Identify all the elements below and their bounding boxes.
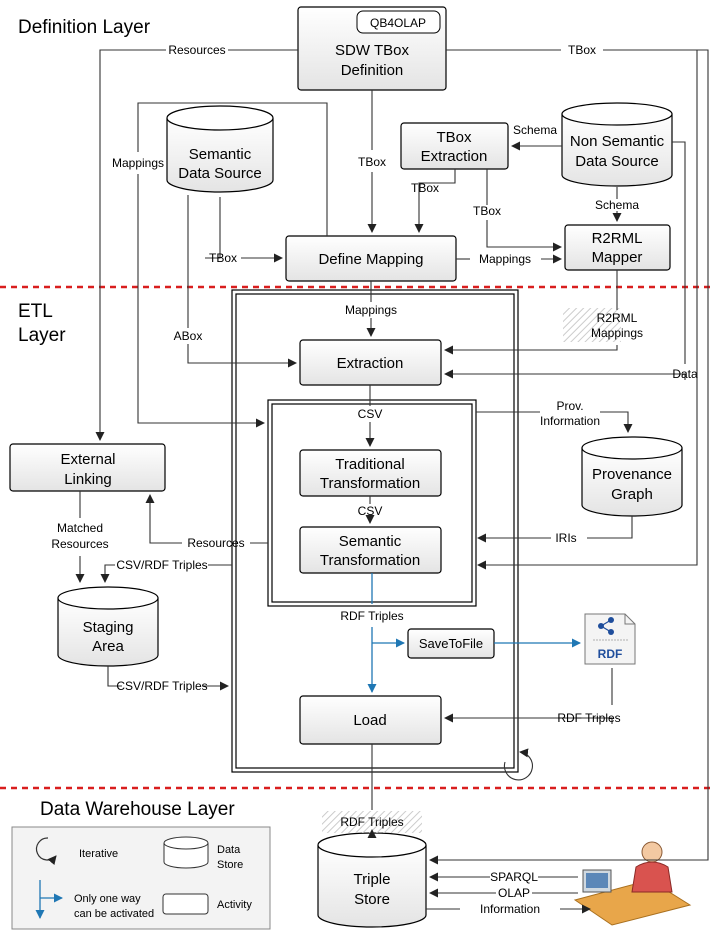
define-mapping-label: Define Mapping [318,251,423,268]
edge-data: Data [672,367,698,381]
traditional-label-1: Traditional [335,456,404,473]
edge-r2rml-mappings-1: R2RML [597,311,638,325]
semantic-trans-label-2: Transformation [320,552,420,569]
legend-iterative-icon [35,837,57,866]
legend-data-store-icon [163,836,209,869]
staging-label-1: Staging [83,619,134,636]
edge-schema-2: Schema [595,198,639,212]
legend-one-way-1: Only one way [74,893,141,905]
provenance-label-1: Provenance [592,466,672,483]
edge-rdf-triples-1: RDF Triples [340,609,403,623]
edge-schema-1: Schema [513,123,557,137]
edge-tbox-sem: TBox [209,251,237,265]
semantic-ds-label-1: Semantic [189,146,252,163]
legend-activity-icon [162,893,209,915]
semantic-trans-label-1: Semantic [339,533,402,550]
edge-matched-1: Matched [57,521,103,535]
rdf-file-icon: RDF [584,613,636,665]
sdw-tbox-definition[interactable]: QB4OLAP SDW TBox Definition [297,6,447,91]
etl-container-outer [231,289,519,773]
legend-activity: Activity [217,899,252,911]
edge-mappings-r2rml: Mappings [479,252,531,266]
etl-layer-title-1: ETL [18,301,53,322]
external-linking-label-1: External [60,451,115,468]
edge-abox: ABox [174,329,203,343]
definition-layer-title: Definition Layer [18,17,151,38]
edge-tbox-ext2: TBox [473,204,501,218]
edge-prov-2: Information [540,414,600,428]
edge-prov-1: Prov. [556,399,583,413]
traditional-transformation[interactable]: Traditional Transformation [299,449,442,497]
external-linking-label-2: Linking [64,471,112,488]
external-linking[interactable]: External Linking [9,443,166,492]
staging-label-2: Area [92,638,124,655]
edge-rdf-triples-2: RDF Triples [557,711,620,725]
rdf-triples-hatch [322,811,422,833]
non-semantic-label-1: Non Semantic [570,133,665,150]
edge-tbox-top: TBox [568,43,596,57]
edge-tbox-ext: TBox [411,181,439,195]
save-to-file[interactable]: SaveToFile [407,628,495,659]
r2rml-mapper[interactable]: R2RML Mapper [564,224,671,271]
edge-r2rml-mappings-2: Mappings [591,326,643,340]
edge-iris: IRIs [555,531,576,545]
edge-mappings-left: Mappings [112,156,164,170]
edge-csv-rdf-2: CSV/RDF Triples [116,679,207,693]
load[interactable]: Load [299,695,442,745]
edge-olap: OLAP [498,886,530,900]
triple-store[interactable]: Triple Store [317,832,427,928]
legend: Iterative Data Store Only one way can be… [11,826,271,930]
r2rml-mappings-hatch [563,308,621,342]
edge-csv-rdf-1: CSV/RDF Triples [116,558,207,572]
iteration-loop-icon [503,748,533,781]
user-computer-icon [573,841,692,926]
edge-resources-mid: Resources [187,536,244,550]
edge-information: Information [480,902,540,916]
tbox-extraction[interactable]: TBox Extraction [400,122,509,170]
semantic-transformation[interactable]: Semantic Transformation [299,526,442,574]
edge-tbox-center: TBox [358,155,386,169]
qb4olap-badge [356,10,441,34]
rdf-icon-label: RDF [598,647,623,661]
r2rml-label-2: Mapper [592,249,643,266]
legend-iterative: Iterative [79,848,118,860]
edge-resources-top: Resources [168,43,225,57]
non-semantic-data-source[interactable]: Non Semantic Data Source [561,102,673,187]
edge-sparql: SPARQL [490,870,538,884]
legend-one-way-icon [35,880,63,919]
provenance-graph[interactable]: Provenance Graph [581,436,683,517]
triple-store-label-1: Triple [354,871,391,888]
tbox-extraction-label-2: Extraction [421,148,488,165]
traditional-label-2: Transformation [320,475,420,492]
etl-layer-title-2: Layer [18,325,66,346]
edge-matched-2: Resources [51,537,108,551]
dw-layer-title: Data Warehouse Layer [40,799,235,820]
edge-csv-1: CSV [358,407,383,421]
semantic-ds-label-2: Data Source [178,165,261,182]
load-label: Load [353,712,386,729]
tbox-extraction-label-1: TBox [436,129,472,146]
transform-container-outer [267,399,477,607]
non-semantic-label-2: Data Source [575,153,658,170]
etl-container-inner [235,293,515,769]
qb4olap-label: QB4OLAP [370,16,426,30]
edge-csv-2: CSV [358,504,383,518]
edge-mappings-down: Mappings [345,303,397,317]
legend-one-way-2: can be activated [74,908,154,920]
extraction[interactable]: Extraction [299,339,442,386]
define-mapping[interactable]: Define Mapping [285,235,457,282]
sdw-tbox-label-2: Definition [341,62,404,79]
semantic-data-source[interactable]: Semantic Data Source [166,105,274,193]
staging-area[interactable]: Staging Area [57,586,159,667]
edge-rdf-triples-3: RDF Triples [340,815,403,829]
legend-data-store-2: Store [217,859,243,871]
extraction-label: Extraction [337,355,404,372]
r2rml-label-1: R2RML [592,230,643,247]
save-to-file-label: SaveToFile [419,636,483,651]
triple-store-label-2: Store [354,891,390,908]
provenance-label-2: Graph [611,486,653,503]
legend-data-store-1: Data [217,844,241,856]
sdw-tbox-label-1: SDW TBox [335,42,409,59]
